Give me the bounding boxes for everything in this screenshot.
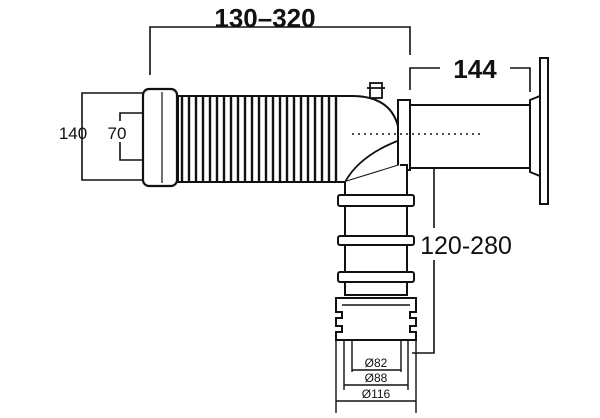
dimension-inlet xyxy=(81,92,143,181)
dimension-outlet-length xyxy=(409,67,531,92)
outlet-pipe xyxy=(409,57,549,205)
vent-nub xyxy=(367,82,385,99)
label-outlet-length: 144 xyxy=(453,54,497,84)
bottom-bellows xyxy=(335,297,417,341)
label-inlet-inner: 70 xyxy=(108,124,127,143)
corrugated-pipe xyxy=(177,95,401,183)
label-inlet-outer: 140 xyxy=(59,124,87,143)
label-dia-82: Ø82 xyxy=(365,356,388,370)
inlet-collar xyxy=(141,87,179,188)
dimension-horizontal-extension xyxy=(149,26,411,75)
elbow-body xyxy=(344,99,411,196)
dimension-diameters xyxy=(335,340,417,413)
label-dia-116: Ø116 xyxy=(362,387,391,401)
label-horizontal-extension: 130–320 xyxy=(214,3,315,33)
vertical-pipe xyxy=(337,194,415,296)
label-dia-88: Ø88 xyxy=(365,371,388,385)
label-vertical-extension: 120-280 xyxy=(420,232,512,260)
